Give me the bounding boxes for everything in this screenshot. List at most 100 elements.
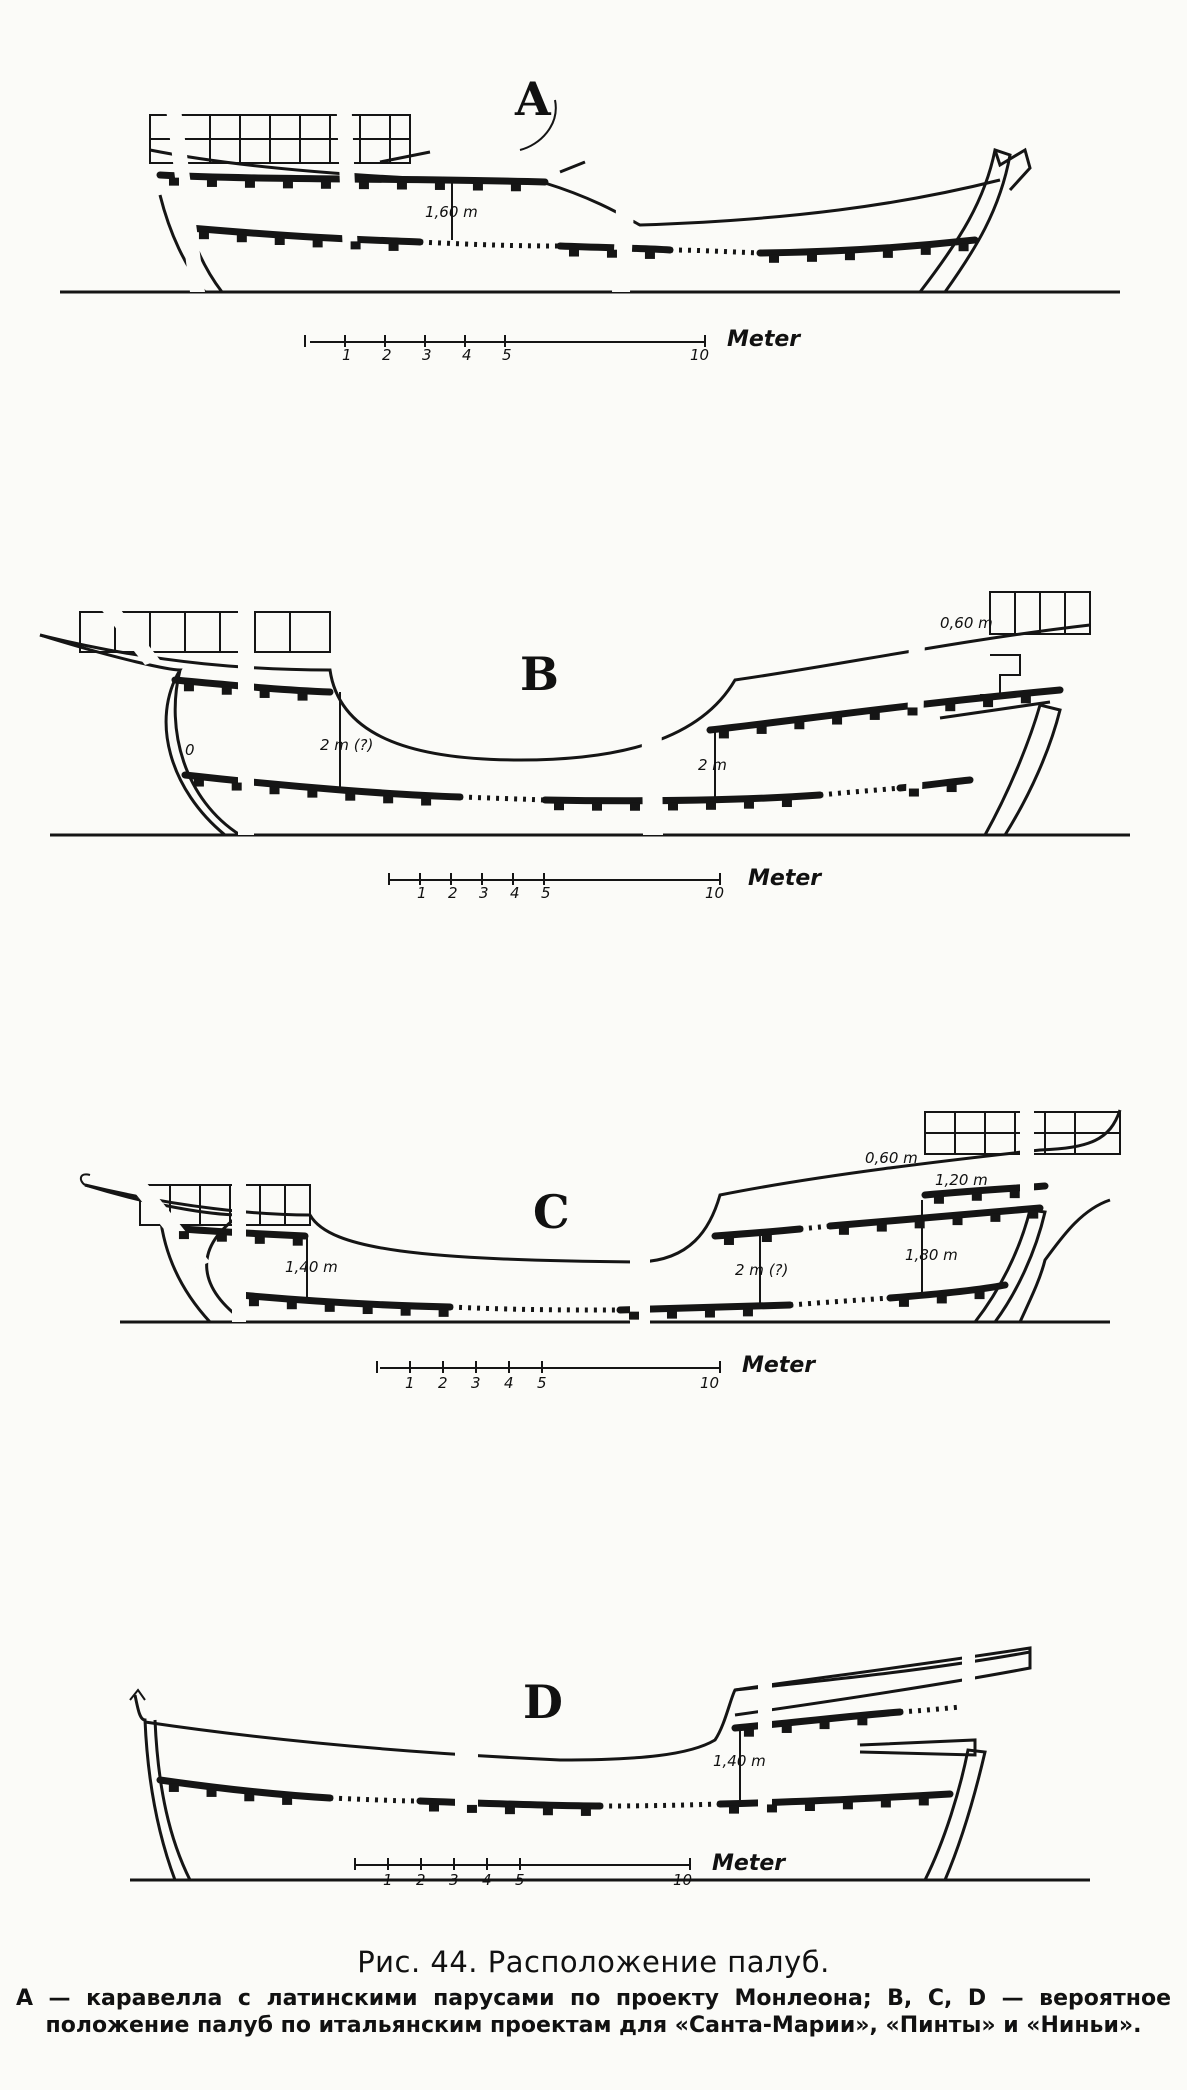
deck-beam bbox=[396, 181, 407, 190]
main-mast-c bbox=[630, 1128, 650, 1330]
deck-beam bbox=[591, 802, 602, 811]
deck-beam bbox=[768, 254, 779, 263]
scale-unit-d: Meter bbox=[712, 1851, 786, 1876]
deck-beam bbox=[434, 181, 445, 190]
deck-beam bbox=[933, 1195, 944, 1204]
deck-beam bbox=[914, 1220, 925, 1229]
deck-beam bbox=[990, 1213, 1001, 1222]
scale-tick-label: 2 bbox=[382, 346, 392, 364]
deck-beam bbox=[183, 683, 194, 692]
deck-beam bbox=[974, 1291, 985, 1300]
deck-beam bbox=[945, 703, 956, 712]
deck-beam bbox=[794, 721, 805, 730]
deck-arrangement-figure: 1,60 m A 1 2 3 4 5 10 Meter bbox=[39, 25, 1130, 1889]
fore-upper-deck-b bbox=[706, 686, 1064, 734]
scale-tick-label: 3 bbox=[471, 1374, 481, 1392]
deck-beam bbox=[428, 1803, 439, 1812]
deck-beam bbox=[958, 243, 969, 252]
panel-letter-d: D bbox=[523, 1675, 563, 1729]
deck-beam bbox=[320, 180, 331, 189]
bowsprit-d bbox=[859, 1738, 977, 1757]
bowsprit-b bbox=[939, 700, 1051, 720]
quarter-deck-fore-c bbox=[826, 1204, 1044, 1230]
caption-title: Рис. 44. Расположение палуб. bbox=[357, 1945, 830, 1979]
deck-beam bbox=[307, 789, 318, 798]
letter-swash-a bbox=[519, 99, 557, 151]
scale-tick-label: 10 bbox=[673, 1871, 692, 1889]
deck-beam bbox=[282, 1796, 293, 1805]
deck-beam bbox=[723, 1236, 734, 1245]
scale-tick-label: 10 bbox=[690, 346, 709, 364]
poop-rail-b bbox=[79, 611, 331, 653]
scale-tick-label: 1 bbox=[342, 346, 352, 364]
deck-beam bbox=[876, 1223, 887, 1232]
stern-b bbox=[39, 633, 241, 837]
scale-tick-label: 1 bbox=[405, 1374, 415, 1392]
deck-beam bbox=[1009, 1190, 1020, 1199]
upper-deck-a bbox=[156, 171, 549, 186]
deck-beam bbox=[743, 800, 754, 809]
stern-top-d bbox=[129, 1688, 146, 1701]
deck-beam bbox=[920, 246, 931, 255]
main-mast-d bbox=[758, 1625, 772, 1808]
deck-beam bbox=[472, 182, 483, 191]
scale-tick-label: 3 bbox=[449, 1871, 459, 1889]
main-deck-dotted2-b bbox=[819, 785, 901, 798]
scale-tick-label: 5 bbox=[515, 1871, 525, 1889]
deck-beam bbox=[629, 802, 640, 811]
mizzen-mast-a bbox=[155, 25, 205, 292]
bow-stem-a bbox=[918, 148, 1012, 293]
forecastle-deck-dotted-d bbox=[899, 1703, 971, 1715]
deck-beam bbox=[362, 1306, 373, 1315]
deck-beam bbox=[542, 1807, 553, 1816]
deck-beam bbox=[168, 177, 179, 186]
deck-beam bbox=[274, 236, 285, 245]
deck-beam bbox=[236, 234, 247, 243]
quarter-deck-dotted-c bbox=[799, 1223, 831, 1232]
deck-beam bbox=[667, 802, 678, 811]
deck-beam bbox=[908, 788, 919, 797]
deck-beam bbox=[269, 786, 280, 795]
dimension-label-c-3: 1,80 m bbox=[905, 1246, 958, 1264]
scale-tick-label: 1 bbox=[383, 1871, 393, 1889]
deck-beam bbox=[628, 1311, 639, 1320]
deck-beam bbox=[842, 1801, 853, 1810]
deck-beam bbox=[510, 183, 521, 192]
main-deck-b bbox=[181, 771, 464, 801]
deck-beam bbox=[358, 181, 369, 190]
deck-beam bbox=[705, 801, 716, 810]
dimension-label-c-2: 2 m (?) bbox=[735, 1261, 788, 1279]
deck-beam bbox=[882, 249, 893, 258]
panel-d: 1,40 m D 1 2 3 4 5 10 Meter bbox=[129, 1615, 1090, 1889]
main-deck-dotted2-d bbox=[599, 1801, 721, 1809]
deck-beam bbox=[198, 231, 209, 240]
panel-letter-b: B bbox=[520, 647, 559, 701]
quarter-deck-c bbox=[711, 1225, 804, 1240]
dimension-label-b-3: 0,60 m bbox=[940, 614, 993, 632]
scale-tick-label: 4 bbox=[510, 884, 520, 902]
poop-rail-posts-c bbox=[169, 1185, 286, 1225]
bow-stem-b bbox=[983, 703, 1062, 836]
sheer-line-a bbox=[149, 148, 1001, 227]
panel-c: 1,40 m 2 m (?) 1,80 m 1,20 m 0,60 m C 1 … bbox=[75, 1102, 1122, 1392]
scale-tick-label: 2 bbox=[416, 1871, 426, 1889]
deck-beam bbox=[766, 1804, 777, 1813]
dimension-label-b-1: 2 m (?) bbox=[320, 736, 373, 754]
deck-beam bbox=[971, 1192, 982, 1201]
deck-beam bbox=[312, 239, 323, 248]
mizzen-spar-b bbox=[62, 555, 160, 665]
panel-letter-c: C bbox=[533, 1185, 570, 1239]
forecastle-steps-b bbox=[980, 654, 1021, 696]
main-mast-a bbox=[333, 25, 358, 255]
scale-tick-label: 2 bbox=[438, 1374, 448, 1392]
panel-b: 2 m (?) 2 m 0,60 m 0 B 1 2 3 4 5 10 Mete… bbox=[39, 555, 1130, 902]
deck-beam bbox=[580, 1807, 591, 1816]
forecastle-deck-c bbox=[921, 1182, 1049, 1199]
caption-body: А — каравелла с латинскими парусами по п… bbox=[16, 1986, 1171, 2038]
deck-beam bbox=[254, 1235, 265, 1244]
deck-beam bbox=[438, 1308, 449, 1317]
poop-rail-c bbox=[139, 1184, 311, 1226]
deck-beam bbox=[221, 686, 232, 695]
main-deck-dotted2-c bbox=[789, 1295, 891, 1308]
deck-beam bbox=[644, 250, 655, 259]
